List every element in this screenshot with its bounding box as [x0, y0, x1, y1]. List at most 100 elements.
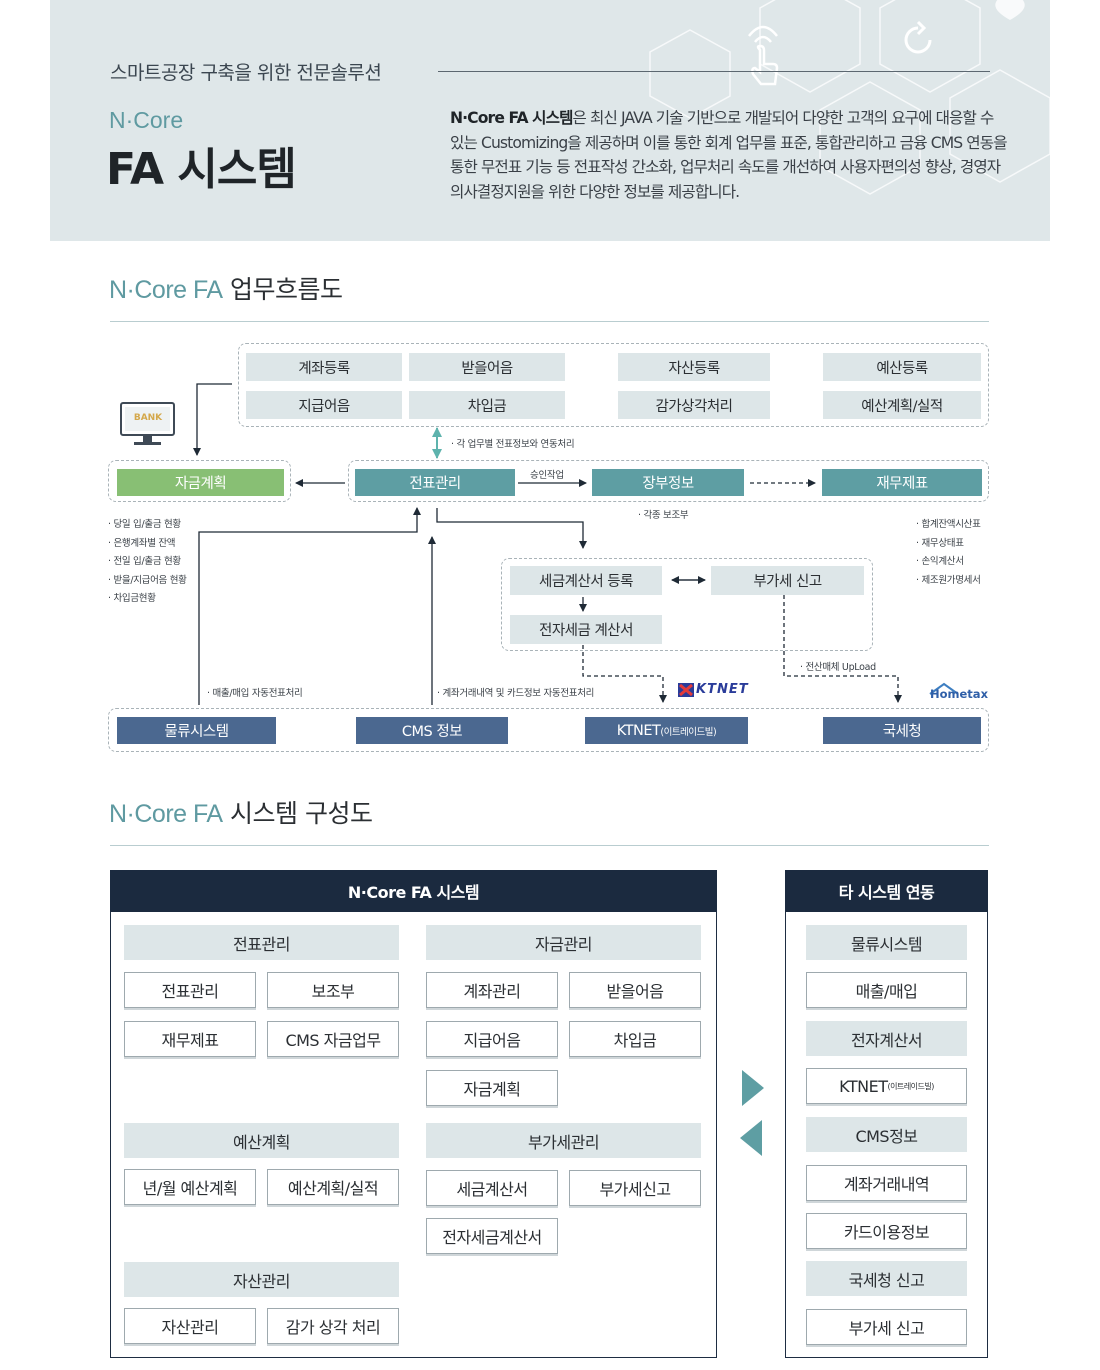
item-notes-payable: 지급어음 [426, 1021, 558, 1057]
item-vat-report: 부가세신고 [569, 1170, 701, 1206]
other-cms: CMS정보 [806, 1117, 967, 1152]
cms-info: CMS 정보 [356, 717, 508, 744]
e-tax-invoice: 전자세금 계산서 [510, 615, 662, 644]
item-borrowings: 차입금 [569, 1021, 701, 1057]
integration-arrows [740, 1070, 764, 1156]
external-systems-group [108, 708, 989, 752]
other-ktnet: KTNET(이트레이드빌) [806, 1068, 967, 1104]
hexagon-pattern-decoration [649, 0, 1050, 195]
approval-label: 승인작업 [530, 470, 564, 481]
sub-books-note: · 각종 보조부 [638, 510, 689, 521]
item-voucher: 전표관리 [124, 972, 256, 1008]
group-budget: 예산계획 [124, 1123, 399, 1158]
other-ktnet-sub: (이트레이드빌) [887, 1081, 934, 1091]
borrowings: 차입금 [409, 391, 565, 419]
ktnet-logo-text: KTNET [696, 682, 749, 697]
depreciation: 감가상각처리 [618, 391, 770, 419]
financial-statements: 재무제표 [822, 469, 982, 496]
bank-monitor-icon [120, 402, 175, 445]
voucher-management: 전표관리 [355, 469, 515, 496]
tagline: 스마트공장 구축을 위한 전문솔루션 [110, 62, 382, 84]
other-systems-title: 타 시스템 연동 [785, 870, 988, 912]
heart-icon [995, 0, 1025, 20]
list-item: · 받을/지급어음 현황 [108, 574, 187, 586]
brand-name: N·Core [109, 107, 184, 133]
tax-group [501, 558, 873, 651]
financial-report-list: · 합계잔액시산표 · 재무상태표 · 손익계산서 · 제조원가명세서 [916, 516, 981, 590]
group-fund: 자금관리 [426, 925, 701, 960]
ledger-info: 장부정보 [592, 469, 744, 496]
intro-body: 은 최신 JAVA 기술 기반으로 개발되어 다양한 고객의 요구에 대응할 수… [450, 109, 1008, 201]
fund-plan-group [108, 460, 291, 502]
vat-report: 부가세 신고 [711, 566, 864, 595]
account-registration: 계좌등록 [246, 353, 402, 381]
product-title: FA 시스템 [106, 144, 297, 195]
other-nts-report: 국세청 신고 [806, 1261, 967, 1296]
tax-invoice-registration: 세금계산서 등록 [510, 566, 662, 595]
hero-banner: 스마트공장 구축을 위한 전문솔루션 N·Core FA 시스템 N·Core … [50, 0, 1050, 241]
upload-note: · 전산매체 UpLoad [800, 662, 876, 673]
other-card-usage: 카드이용정보 [806, 1213, 967, 1249]
flow-section-title: N·Core FA 업무흐름도 [109, 270, 343, 306]
group-vat: 부가세관리 [426, 1123, 701, 1158]
ktnet-etradebill: KTNET(이트레이드빌) [585, 717, 748, 744]
other-ktnet-label: KTNET [839, 1076, 888, 1096]
list-item: · 제조원가명세서 [916, 574, 981, 586]
comp-title-accent: N·Core FA [109, 800, 223, 828]
national-tax-service: 국세청 [823, 717, 981, 744]
notes-receivable: 받을어음 [409, 353, 565, 381]
other-logistics: 물류시스템 [806, 925, 967, 960]
accounting-group [348, 460, 989, 502]
other-account-transactions: 계좌거래내역 [806, 1165, 967, 1201]
item-tax-invoice: 세금계산서 [426, 1170, 558, 1206]
flow-connectors [193, 383, 902, 705]
intro-text: N·Core FA 시스템은 최신 JAVA 기술 기반으로 개발되어 다양한 … [450, 106, 1010, 204]
ktnet-logo: KTNET [678, 682, 749, 697]
ktnet-mark-icon [678, 682, 694, 697]
arrow-left-icon [740, 1120, 762, 1156]
other-vat-report: 부가세 신고 [806, 1309, 967, 1345]
notes-payable: 지급어음 [246, 391, 402, 419]
list-item: · 당일 입/출금 현황 [108, 519, 181, 530]
cms-note: · 계좌거래내역 및 카드정보 자동전표처리 [437, 688, 595, 699]
item-fund-plan: 자금계획 [426, 1070, 558, 1106]
composition-section-divider [110, 845, 989, 846]
tagline-divider [438, 71, 990, 72]
item-budget-actual: 예산계획/실적 [267, 1169, 399, 1205]
item-subledger: 보조부 [267, 972, 399, 1008]
comp-title-text: 시스템 구성도 [230, 799, 373, 828]
composition-section-title: N·Core FA 시스템 구성도 [109, 794, 373, 830]
registration-group [238, 343, 989, 427]
asset-registration: 자산등록 [618, 353, 770, 381]
hometax-logo: Hometax [928, 682, 988, 708]
touch-icon [748, 25, 779, 86]
flow-title-accent: N·Core FA [109, 276, 223, 304]
ktnet-sub-label: (이트레이드빌) [660, 726, 717, 738]
hometax-logo-text: Hometax [930, 687, 988, 701]
intro-bold: N·Core FA 시스템 [450, 109, 573, 127]
list-item: · 재무상태표 [916, 537, 964, 549]
other-sales-purchase: 매출/매입 [806, 972, 967, 1008]
item-notes-receivable: 받을어음 [569, 972, 701, 1008]
refresh-icon [904, 20, 932, 54]
fa-system-title: N·Core FA 시스템 [110, 870, 717, 912]
item-financial-statements: 재무제표 [124, 1021, 256, 1057]
budget-plan-actual: 예산계획/실적 [823, 391, 981, 419]
budget-registration: 예산등록 [823, 353, 981, 381]
item-account-management: 계좌관리 [426, 972, 558, 1008]
group-asset: 자산관리 [124, 1262, 399, 1297]
list-item: · 은행계좌별 잔액 [108, 537, 176, 549]
item-asset-management: 자산관리 [124, 1308, 256, 1344]
item-cms-fund: CMS 자금업무 [267, 1021, 399, 1057]
sales-purchase-note: · 매출/매입 자동전표처리 [207, 688, 303, 699]
arrow-right-icon [742, 1070, 764, 1106]
list-item: · 전일 입/출금 현황 [108, 556, 181, 567]
fund-report-list: · 당일 입/출금 현황 · 은행계좌별 잔액 · 전일 입/출금 현황 · 받… [108, 516, 187, 609]
other-e-invoice: 전자계산서 [806, 1021, 967, 1056]
flow-title-text: 업무흐름도 [230, 275, 343, 304]
item-depreciation: 감가 상각 처리 [267, 1308, 399, 1344]
logistics-system: 물류시스템 [117, 717, 276, 744]
list-item: · 손익계산서 [916, 556, 964, 567]
bank-label: BANK [133, 413, 163, 423]
ktnet-label: KTNET [616, 722, 661, 739]
